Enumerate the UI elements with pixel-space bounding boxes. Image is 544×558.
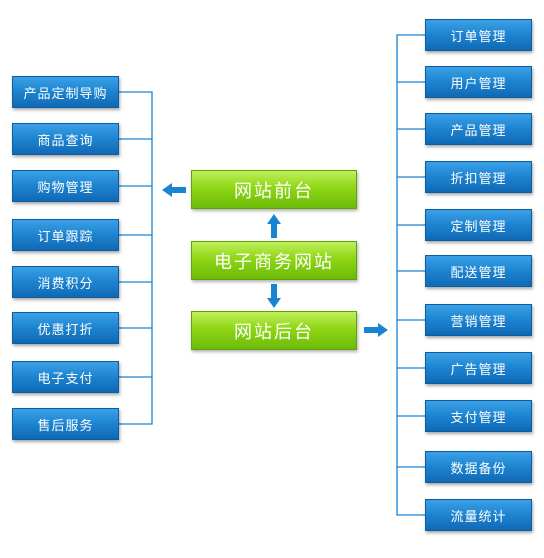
back-module-item: 广告管理 <box>425 352 532 384</box>
back-module-item: 定制管理 <box>425 209 532 241</box>
front-module-item: 产品定制导购 <box>12 76 119 108</box>
back-module-item: 用户管理 <box>425 66 532 98</box>
front-module-item: 优惠打折 <box>12 312 119 344</box>
front-module-item: 商品查询 <box>12 123 119 155</box>
ecommerce-site-box: 电子商务网站 <box>191 241 357 280</box>
front-module-item: 消费积分 <box>12 266 119 298</box>
arrow-right-icon <box>364 323 388 337</box>
back-module-item: 配送管理 <box>425 255 532 287</box>
arrow-up-icon <box>267 214 281 238</box>
front-module-item: 购物管理 <box>12 170 119 202</box>
arrow-down-icon <box>267 284 281 308</box>
back-module-item: 订单管理 <box>425 19 532 51</box>
front-end-box: 网站前台 <box>191 170 357 209</box>
back-module-item: 数据备份 <box>425 451 532 483</box>
back-bracket-line <box>396 34 425 516</box>
back-module-item: 流量统计 <box>425 499 532 531</box>
back-module-item: 营销管理 <box>425 304 532 336</box>
front-module-item: 售后服务 <box>12 408 119 440</box>
front-module-item: 订单跟踪 <box>12 219 119 251</box>
arrow-left-icon <box>162 183 186 197</box>
back-module-item: 产品管理 <box>425 113 532 145</box>
front-bracket-line <box>119 91 153 425</box>
back-module-item: 支付管理 <box>425 400 532 432</box>
front-module-item: 电子支付 <box>12 361 119 393</box>
back-end-box: 网站后台 <box>191 311 357 350</box>
back-module-item: 折扣管理 <box>425 161 532 193</box>
